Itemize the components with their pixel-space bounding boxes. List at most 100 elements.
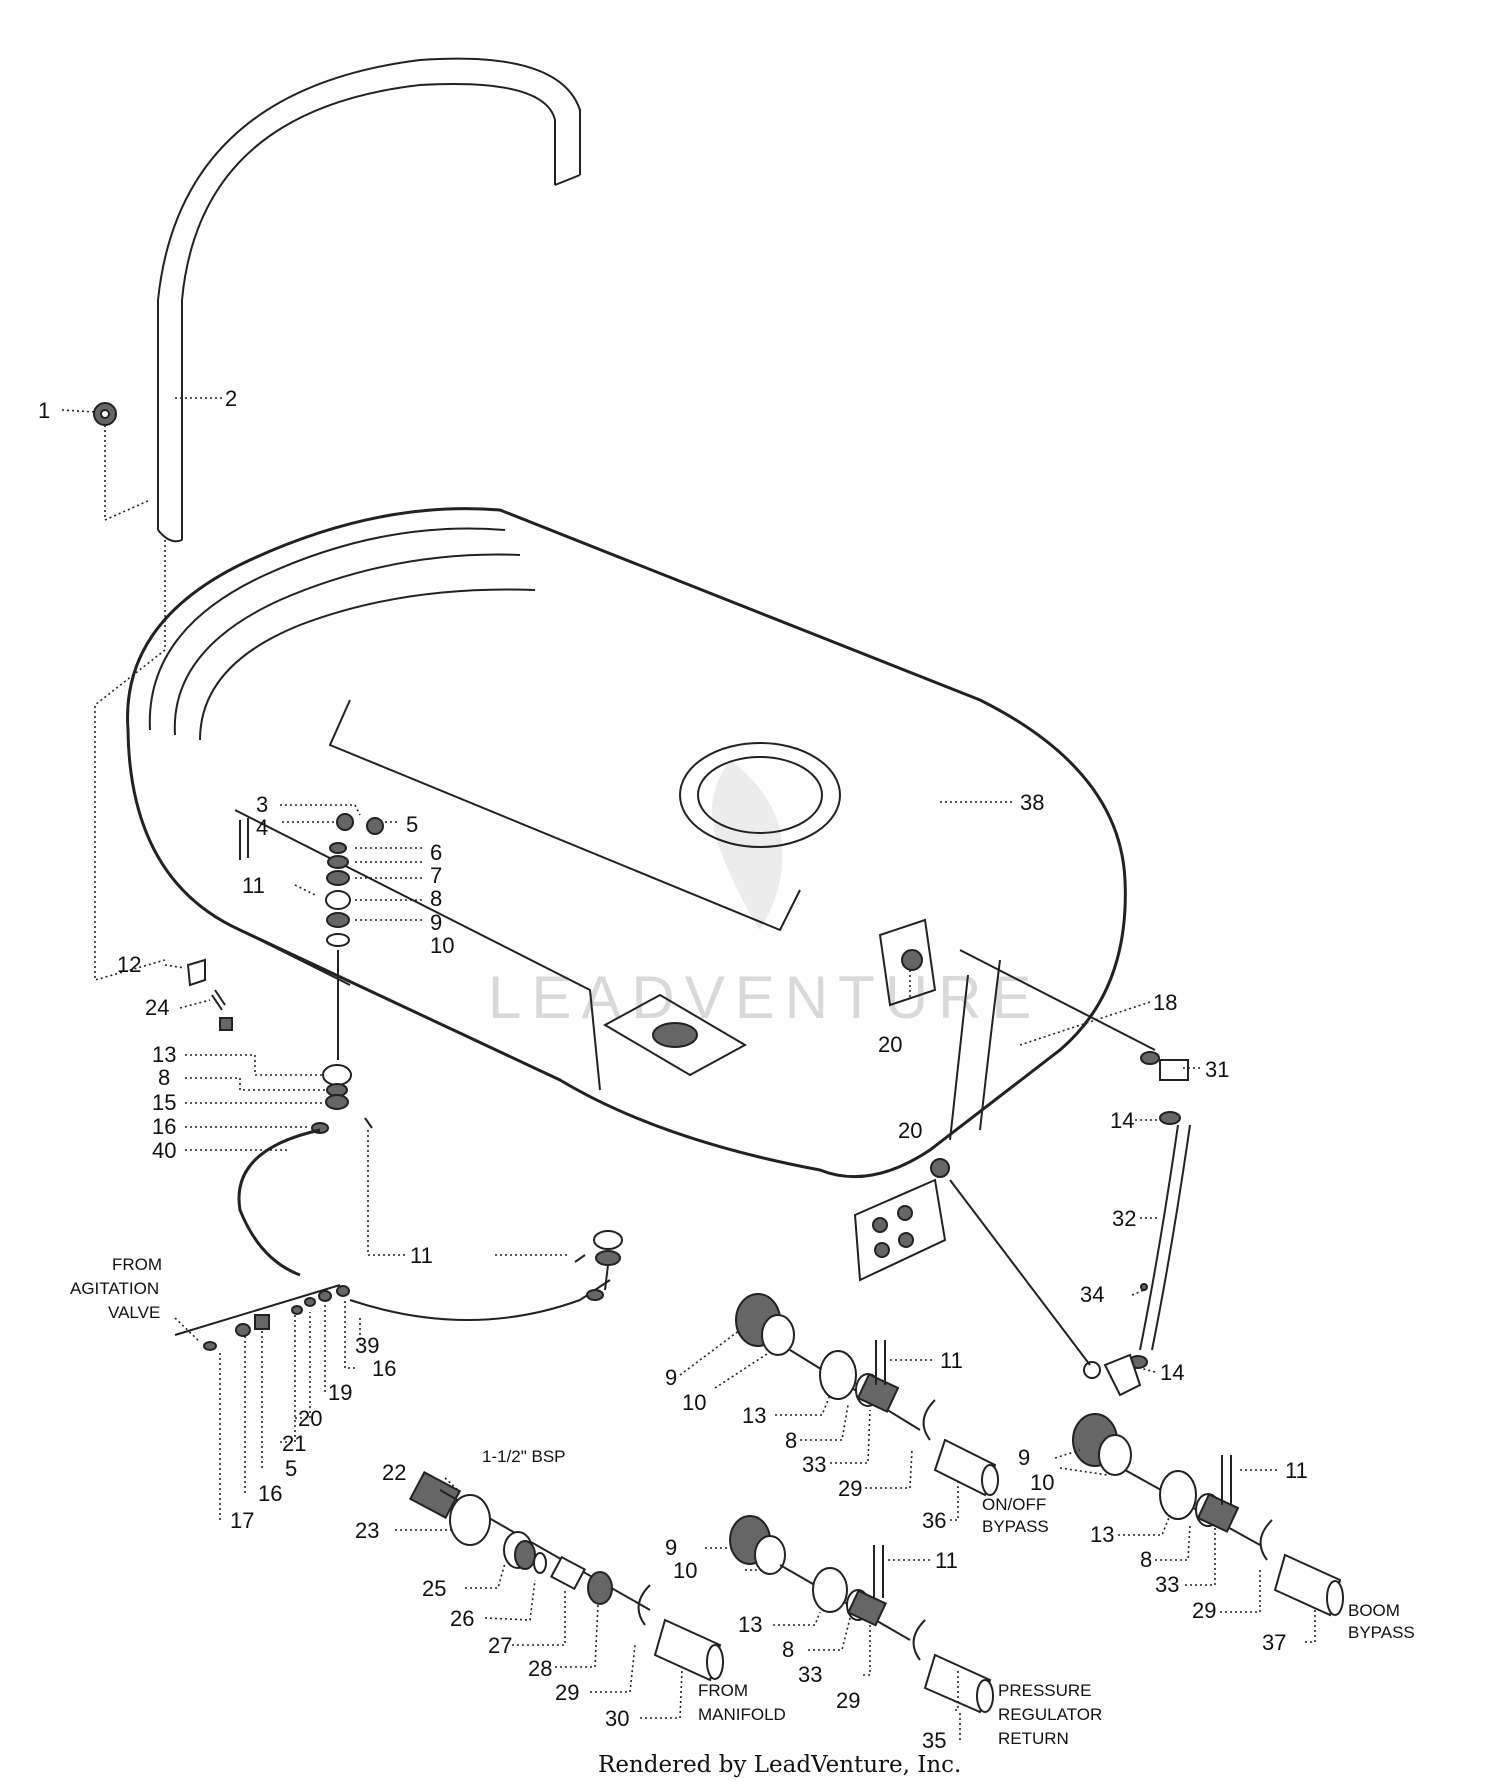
hose-fittings xyxy=(237,1064,623,1321)
callout-10: 10 xyxy=(430,933,454,958)
callout-29: 29 xyxy=(838,1476,862,1501)
callout-33: 33 xyxy=(1155,1572,1179,1597)
callout-8: 8 xyxy=(430,886,442,911)
callout-13: 13 xyxy=(1090,1522,1114,1547)
footer-credit: Rendered by LeadVenture, Inc. xyxy=(598,1752,961,1778)
callout-33: 33 xyxy=(798,1662,822,1687)
callout-16: 16 xyxy=(258,1481,282,1506)
boom-bypass-assembly xyxy=(1072,1413,1344,1617)
callout-11: 11 xyxy=(1285,1458,1308,1483)
callout-9: 9 xyxy=(430,910,442,935)
callout-labels: 1 2 3 4 5 6 7 8 9 10 11 12 24 13 8 15 16… xyxy=(38,386,1308,1753)
callout-6: 6 xyxy=(430,840,442,865)
callout-24: 24 xyxy=(145,995,169,1020)
callout-10: 10 xyxy=(673,1558,697,1583)
callout-2: 2 xyxy=(225,386,237,411)
callout-1: 1 xyxy=(38,398,50,423)
callout-7: 7 xyxy=(430,863,442,888)
tank-strap xyxy=(157,57,581,543)
callout-21: 21 xyxy=(282,1431,306,1456)
callout-22: 22 xyxy=(382,1460,406,1485)
callout-17: 17 xyxy=(230,1508,254,1533)
callout-11: 11 xyxy=(935,1548,958,1573)
note-bsp: 1-1/2" BSP xyxy=(482,1447,566,1466)
callout-39: 39 xyxy=(355,1333,379,1358)
callout-8: 8 xyxy=(158,1065,170,1090)
callout-20: 20 xyxy=(298,1406,322,1431)
callout-5: 5 xyxy=(406,812,418,837)
note-onoff-line1: ON/OFF xyxy=(982,1495,1046,1514)
note-boom-line2: BYPASS xyxy=(1348,1623,1415,1642)
callout-33: 33 xyxy=(802,1452,826,1477)
note-from-agitation-line3: VALVE xyxy=(108,1303,160,1322)
callout-8: 8 xyxy=(782,1637,794,1662)
callout-4: 4 xyxy=(256,815,268,840)
callout-29: 29 xyxy=(1192,1598,1216,1623)
callout-9: 9 xyxy=(665,1535,677,1560)
callout-29: 29 xyxy=(836,1688,860,1713)
callout-25: 25 xyxy=(422,1576,446,1601)
callout-16: 16 xyxy=(152,1114,176,1139)
valve-stack xyxy=(239,813,384,1060)
callout-30: 30 xyxy=(605,1706,629,1731)
watermark-text: LEADVENTURE xyxy=(488,964,1041,1031)
callout-11: 11 xyxy=(410,1243,433,1268)
onoff-bypass-assembly xyxy=(735,1293,999,1497)
callout-34: 34 xyxy=(1080,1282,1104,1307)
callout-31: 31 xyxy=(1205,1057,1229,1082)
callout-12: 12 xyxy=(117,952,141,977)
callout-13: 13 xyxy=(742,1403,766,1428)
callout-15: 15 xyxy=(152,1090,176,1115)
callout-35: 35 xyxy=(922,1728,946,1753)
callout-8: 8 xyxy=(1140,1547,1152,1572)
pressure-regulator-assembly xyxy=(729,1515,994,1714)
callout-38: 38 xyxy=(1020,790,1044,815)
callout-40: 40 xyxy=(152,1138,176,1163)
bracket-bolt xyxy=(186,958,233,1031)
note-manifold-line2: MANIFOLD xyxy=(698,1705,786,1724)
inline-fittings xyxy=(174,1284,350,1351)
callout-23: 23 xyxy=(355,1518,379,1543)
note-pressure-line1: PRESSURE xyxy=(998,1681,1092,1700)
callout-20: 20 xyxy=(878,1032,902,1057)
callout-8: 8 xyxy=(785,1428,797,1453)
callout-16: 16 xyxy=(372,1356,396,1381)
callout-36: 36 xyxy=(922,1508,946,1533)
callout-37: 37 xyxy=(1262,1630,1286,1655)
callout-10: 10 xyxy=(1030,1470,1054,1495)
callout-11: 11 xyxy=(242,873,265,898)
callout-10: 10 xyxy=(682,1390,706,1415)
nut-part-1 xyxy=(93,402,117,426)
watermark: LEADVENTURE xyxy=(488,760,1041,1031)
callout-32: 32 xyxy=(1112,1206,1136,1231)
callout-14: 14 xyxy=(1110,1108,1134,1133)
manifold-assembly xyxy=(408,1471,724,1682)
callout-11: 11 xyxy=(940,1348,963,1373)
callout-13: 13 xyxy=(152,1042,176,1067)
callout-9: 9 xyxy=(665,1365,677,1390)
callout-27: 27 xyxy=(488,1633,512,1658)
callout-29: 29 xyxy=(555,1680,579,1705)
diagram-notes: FROM AGITATION VALVE 1-1/2" BSP ON/OFF B… xyxy=(70,1255,1415,1748)
note-from-agitation-line1: FROM xyxy=(112,1255,162,1274)
callout-9: 9 xyxy=(1018,1445,1030,1470)
callout-13: 13 xyxy=(738,1612,762,1637)
callout-14: 14 xyxy=(1160,1360,1184,1385)
note-from-agitation-line2: AGITATION xyxy=(70,1279,159,1298)
callout-18: 18 xyxy=(1153,990,1177,1015)
right-hose-assembly xyxy=(949,949,1191,1397)
callout-26: 26 xyxy=(450,1606,474,1631)
leader-lines xyxy=(61,397,1316,1740)
callout-19: 19 xyxy=(328,1380,352,1405)
note-pressure-line3: RETURN xyxy=(998,1729,1069,1748)
callout-28: 28 xyxy=(528,1656,552,1681)
note-pressure-line2: REGULATOR xyxy=(998,1705,1102,1724)
note-manifold-line1: FROM xyxy=(698,1681,748,1700)
tank-body xyxy=(126,507,1127,1282)
callout-5: 5 xyxy=(285,1456,297,1481)
callout-20: 20 xyxy=(898,1118,922,1143)
callout-3: 3 xyxy=(256,792,268,817)
note-boom-line1: BOOM xyxy=(1348,1601,1400,1620)
note-onoff-line2: BYPASS xyxy=(982,1517,1049,1536)
